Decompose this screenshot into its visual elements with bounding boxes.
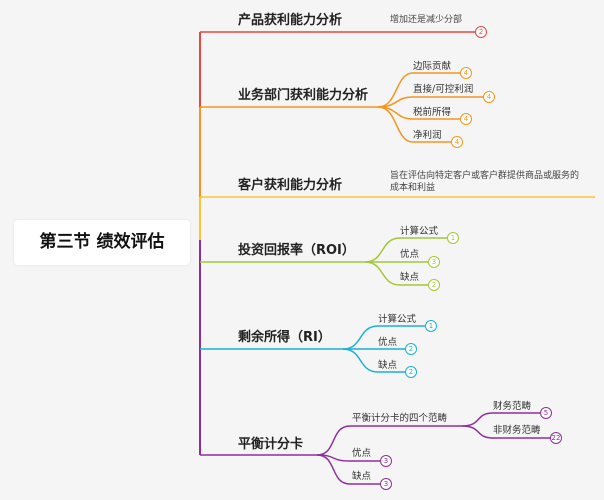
count-badge[interactable]: 4 [483, 91, 495, 103]
child-node[interactable]: 直接/可控利润 [413, 84, 474, 95]
child-node[interactable]: 财务范畴 [493, 401, 532, 412]
count-badge[interactable]: 3 [380, 478, 392, 490]
child-node[interactable]: 非财务范畴 [493, 425, 541, 436]
count-badge[interactable]: 1 [447, 232, 459, 244]
count-badge[interactable]: 3 [428, 256, 440, 268]
count-badge[interactable]: 2 [405, 366, 417, 378]
count-badge[interactable]: 2 [428, 279, 440, 291]
child-node[interactable]: 计算公式 [378, 314, 417, 325]
branch-balanced-scorecard[interactable]: 平衡计分卡 [238, 437, 304, 452]
child-node[interactable]: 边际贡献 [413, 61, 452, 72]
branch-product-profitability[interactable]: 产品获利能力分析 [238, 13, 343, 28]
count-badge[interactable]: 5 [540, 407, 552, 419]
count-badge[interactable]: 22 [550, 432, 562, 444]
count-badge[interactable]: 1 [425, 320, 437, 332]
count-badge[interactable]: 2 [405, 343, 417, 355]
count-badge[interactable]: 4 [451, 136, 463, 148]
child-node[interactable]: 优点 [352, 448, 372, 459]
child-node[interactable]: 净利润 [413, 130, 442, 141]
branch-note: 旨在评估向特定客户或客户群提供商品或服务的 [390, 171, 580, 181]
branch-roi[interactable]: 投资回报率（ROI） [238, 243, 355, 258]
child-node[interactable]: 税前所得 [413, 107, 452, 118]
count-badge[interactable]: 3 [380, 455, 392, 467]
child-node[interactable]: 计算公式 [400, 226, 439, 237]
child-node[interactable]: 缺点 [400, 272, 420, 283]
branch-segment-profitability[interactable]: 业务部门获利能力分析 [238, 88, 369, 103]
count-badge[interactable]: 4 [460, 67, 472, 79]
child-node[interactable]: 优点 [400, 249, 420, 260]
child-node[interactable]: 缺点 [352, 471, 372, 482]
child-node[interactable]: 平衡计分卡的四个范畴 [352, 413, 448, 424]
branch-note: 成本和利益 [390, 183, 436, 193]
count-badge[interactable]: 4 [460, 113, 472, 125]
branch-note: 增加还是减少分部 [390, 15, 463, 25]
child-node[interactable]: 优点 [378, 337, 398, 348]
child-node[interactable]: 缺点 [378, 360, 398, 371]
branch-customer-profitability[interactable]: 客户获利能力分析 [238, 178, 343, 193]
count-badge[interactable]: 2 [475, 26, 487, 38]
branch-residual-income[interactable]: 剩余所得（RI） [238, 330, 331, 345]
root-node[interactable]: 第三节 绩效评估 [14, 220, 190, 265]
